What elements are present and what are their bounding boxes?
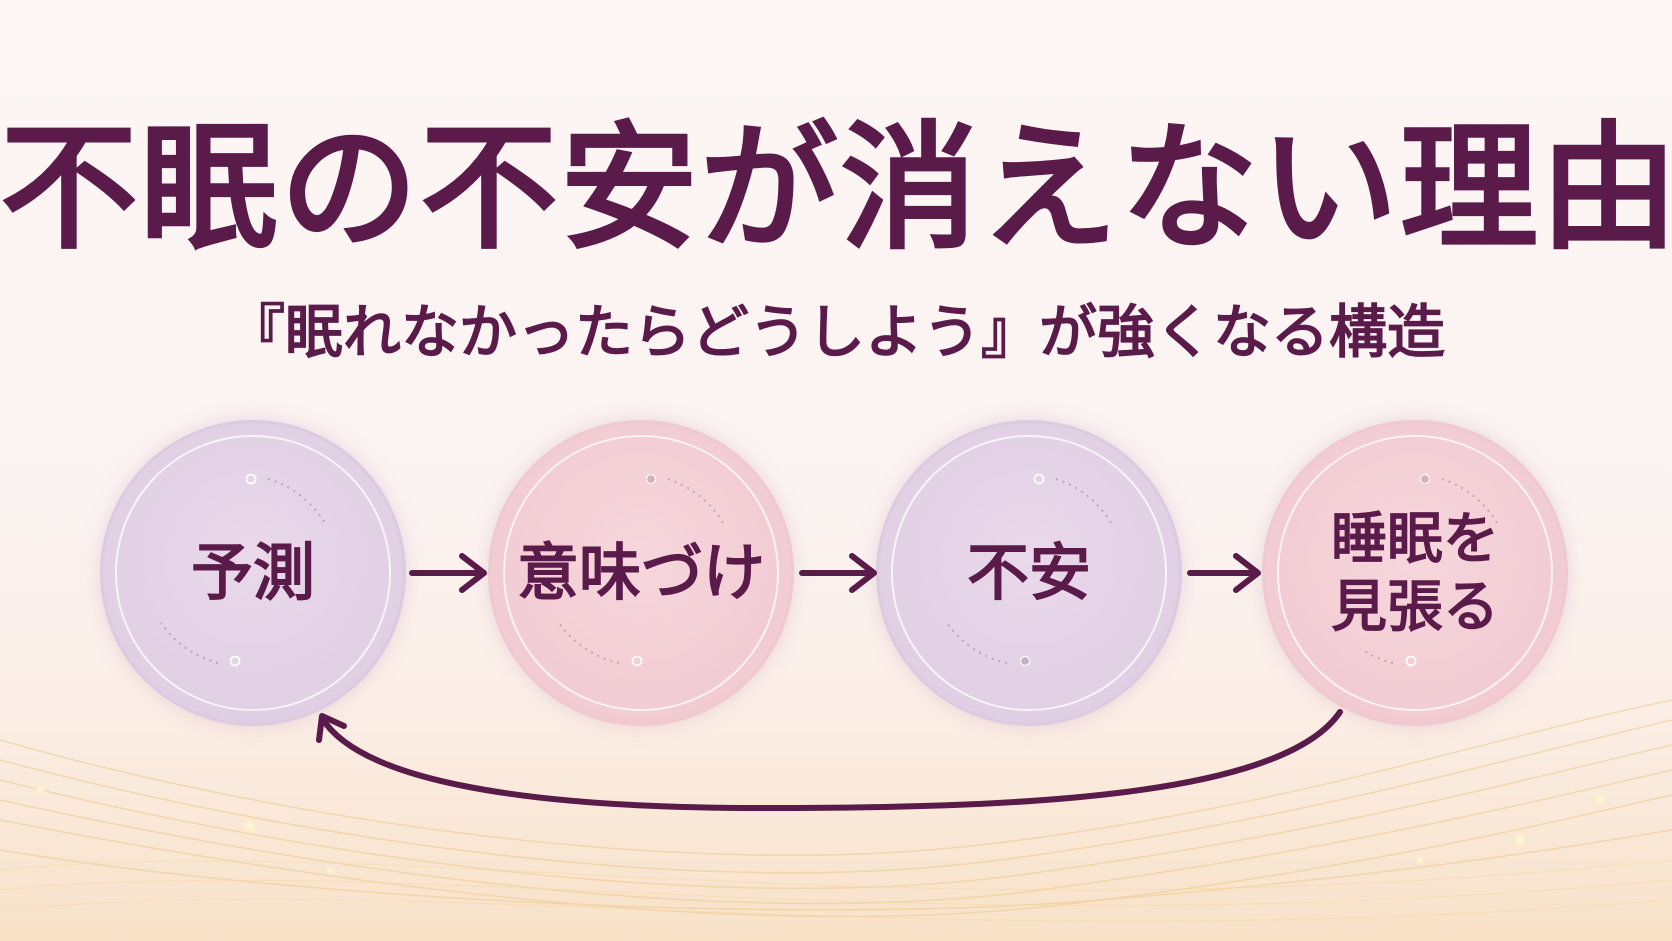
node-label: 予測: [190, 536, 315, 609]
node-label: 不安: [966, 536, 1091, 609]
node-decoration: [1360, 473, 1498, 667]
node-decoration: [160, 473, 326, 667]
node-decoration: [946, 473, 1112, 667]
cycle-node-sleep-monitoring: 睡眠を見張る: [1262, 420, 1568, 726]
cycle-node-interpretation: 意味づけ: [488, 420, 794, 726]
cycle-node-prediction: 予測: [100, 420, 406, 726]
page-subtitle: 『眠れなかったらどうしよう』が強くなる構造: [226, 298, 1445, 366]
node-label: 意味づけ: [516, 536, 765, 609]
node-label: 睡眠を見張る: [1331, 506, 1499, 640]
cycle-node-anxiety: 不安: [876, 420, 1182, 726]
page-title: 不眠の不安が消えない理由: [0, 106, 1672, 269]
node-decoration: [558, 473, 724, 667]
